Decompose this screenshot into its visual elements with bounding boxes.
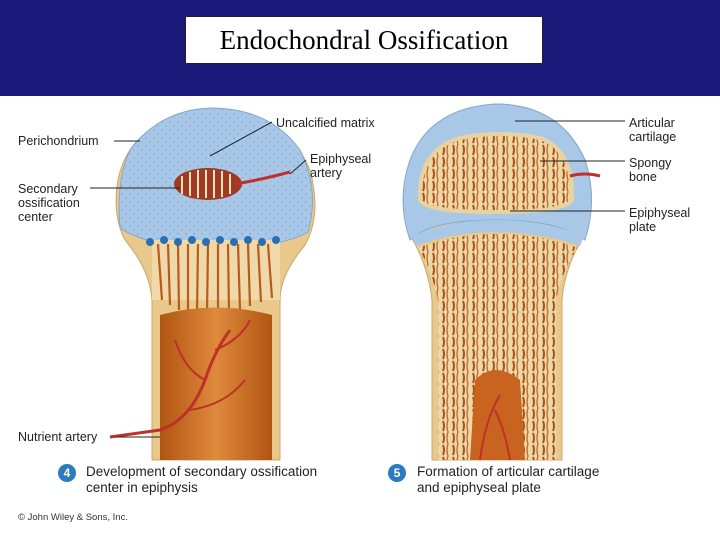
slide-title: Endochondral Ossification: [186, 17, 542, 63]
label-spongy-bone: Spongy bone: [629, 156, 671, 184]
copyright-notice: © John Wiley & Sons, Inc.: [18, 512, 128, 523]
label-epiphyseal-plate: Epiphyseal plate: [629, 206, 690, 234]
step-4-caption: Development of secondary ossification ce…: [86, 464, 317, 496]
left-bone-illustration: [110, 108, 315, 460]
label-nutrient-artery: Nutrient artery: [18, 430, 97, 444]
label-epiphyseal-artery: Epiphyseal artery: [310, 152, 371, 180]
label-secondary-ossification-center: Secondary ossification center: [18, 182, 80, 224]
step-4-number: 4: [58, 464, 76, 482]
right-bone-illustration: [403, 104, 600, 460]
step-5-number: 5: [388, 464, 406, 482]
label-articular-cartilage: Articular cartilage: [629, 116, 676, 144]
label-uncalcified-matrix: Uncalcified matrix: [276, 116, 375, 130]
step-5-caption: Formation of articular cartilage and epi…: [417, 464, 599, 496]
label-perichondrium: Perichondrium: [18, 134, 99, 148]
